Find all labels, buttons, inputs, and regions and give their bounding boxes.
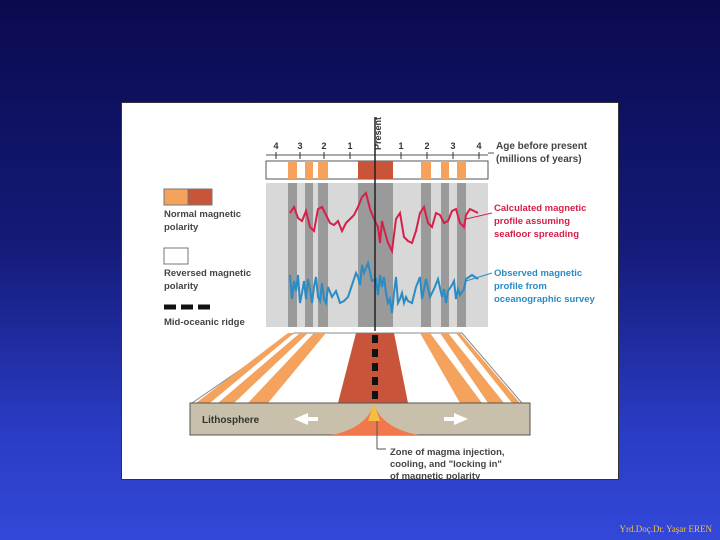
legend-normal-line-2: polarity	[164, 222, 199, 233]
legend-reversed-line-1: Reversed magnetic	[164, 268, 251, 279]
present-label: Present	[373, 117, 383, 150]
seafloor-slab	[190, 332, 524, 404]
legend-reversed-swatch	[163, 247, 189, 265]
zone-line-1: Zone of magma injection,	[390, 447, 505, 458]
calc-label-line-2: profile assuming	[494, 216, 570, 227]
age-label-line-1: Age before present	[496, 141, 588, 152]
tick-left-3: 3	[297, 141, 302, 151]
zone-line-3: of magnetic polarity	[390, 471, 481, 480]
tick-right-3: 3	[450, 141, 455, 151]
tick-left-1: 1	[347, 141, 352, 151]
tick-right-4: 4	[476, 141, 481, 151]
obs-label-line-2: profile from	[494, 281, 547, 292]
observed-profile-line	[289, 259, 479, 314]
lithosphere-block	[189, 402, 531, 436]
tick-right-1: 1	[398, 141, 403, 151]
magnetic-profile-panel	[266, 183, 488, 327]
legend-normal-swatch	[163, 188, 213, 206]
obs-label-line-3: oceanographic survey	[494, 294, 596, 305]
tick-left-2: 2	[321, 141, 326, 151]
legend-reversed-line-2: polarity	[164, 281, 199, 292]
tick-right-2: 2	[424, 141, 429, 151]
obs-label-line-1: Observed magnetic	[494, 268, 582, 279]
legend-normal-line-1: Normal magnetic	[164, 209, 241, 220]
calculated-profile-line	[289, 191, 479, 255]
calc-label-line-1: Calculated magnetic	[494, 203, 586, 214]
age-timeline	[265, 152, 489, 180]
left-spreading-arrow	[294, 413, 318, 425]
tick-left-4: 4	[273, 141, 278, 151]
age-label-line-2: (millions of years)	[496, 154, 582, 165]
legend-ridge-label: Mid-oceanic ridge	[164, 317, 245, 328]
zone-line-2: cooling, and "locking in"	[390, 459, 502, 470]
seafloor-spreading-figure: 4 3 2 1 1 2 3 4 Present Lithospher	[121, 102, 619, 480]
author-credit: Yrd.Doç.Dr. Yaşar EREN	[619, 524, 713, 534]
lithosphere-label: Lithosphere	[202, 415, 260, 426]
calc-label-line-3: seafloor spreading	[494, 229, 579, 240]
right-spreading-arrow	[444, 413, 468, 425]
